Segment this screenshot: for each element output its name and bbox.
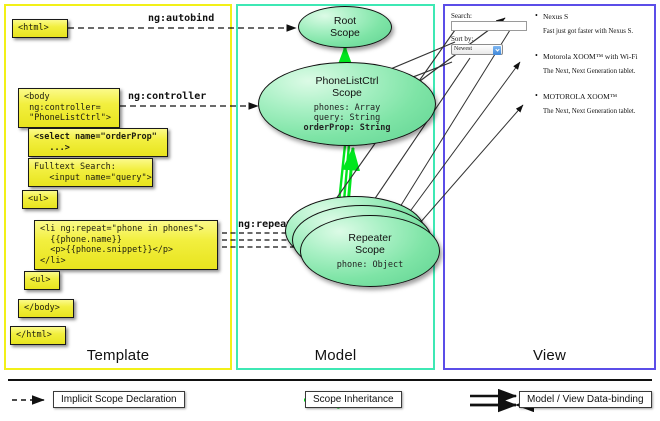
view-phone-name-2: MOTOROLA XOOM™ (535, 91, 617, 101)
chevron-down-icon[interactable] (493, 46, 501, 55)
view-phone-snippet-1: The Next, Next Generation tablet. (543, 68, 636, 75)
ng-controller-label: ng:controller (128, 91, 207, 102)
legend-divider (8, 379, 652, 381)
legend-data-binding: Model / View Data-binding (519, 391, 652, 408)
ul-close-box: <ul> (24, 271, 60, 290)
scope-prop-query: query: String (313, 113, 381, 123)
view-phone-name-0: Nexus S (535, 11, 568, 21)
view-sort-selected-value: Newest (454, 46, 472, 52)
repeater-scope-ellipse: Repeater Scope phone: Object (300, 215, 440, 287)
body-close-box: </body> (18, 299, 74, 318)
root-scope-title: Root Scope (330, 15, 360, 39)
view-panel: Search: Sort by: Newest Nexus S Fast jus… (449, 10, 651, 130)
scope-prop-phone: phone: Object (336, 260, 404, 270)
scope-prop-orderprop: orderProp: String (303, 123, 391, 133)
view-phone-name-1: Motorola XOOM™ with Wi-Fi (535, 51, 638, 61)
column-title-view: View (532, 347, 567, 364)
repeater-scope-title: Repeater Scope (348, 232, 392, 256)
html-open-box: <html> (12, 19, 68, 38)
view-phone-snippet-2: The Next, Next Generation tablet. (543, 108, 636, 115)
phonelistctrl-scope-title: PhoneListCtrl Scope (315, 75, 379, 99)
ng-repeat-label: ng:repeat (238, 219, 293, 230)
li-repeat-box: <li ng:repeat="phone in phones"> {{phone… (34, 220, 218, 270)
input-box: Fulltext Search: <input name="query"> (28, 158, 153, 187)
view-phone-snippet-0: Fast just got faster with Nexus S. (543, 28, 634, 35)
phonelistctrl-scope-props: phones: Array query: String orderProp: S… (304, 103, 391, 133)
view-sort-select[interactable]: Newest (451, 44, 503, 55)
legend-implicit-scope: Implicit Scope Declaration (53, 391, 185, 408)
root-scope-ellipse: Root Scope (298, 6, 392, 48)
legend-scope-inherit: Scope Inheritance (305, 391, 402, 408)
repeater-scope-props: phone: Object (337, 260, 404, 270)
view-search-label: Search: (451, 12, 472, 20)
view-search-input[interactable] (451, 21, 527, 31)
ul-open-box: <ul> (22, 190, 58, 209)
column-title-model: Model (314, 347, 357, 364)
column-title-template: Template (86, 347, 150, 364)
select-box: <select name="orderProp" ...> (28, 128, 168, 157)
ng-autobind-label: ng:autobind (148, 13, 215, 24)
phonelistctrl-scope-ellipse: PhoneListCtrl Scope phones: Array query:… (258, 62, 436, 146)
column-model: Model (236, 4, 435, 370)
scope-prop-phones: phones: Array (313, 103, 381, 113)
view-sort-label: Sort by: (451, 35, 474, 43)
html-close-box: </html> (10, 326, 66, 345)
body-box: <body ng:controller= "PhoneListCtrl"> (18, 88, 120, 128)
